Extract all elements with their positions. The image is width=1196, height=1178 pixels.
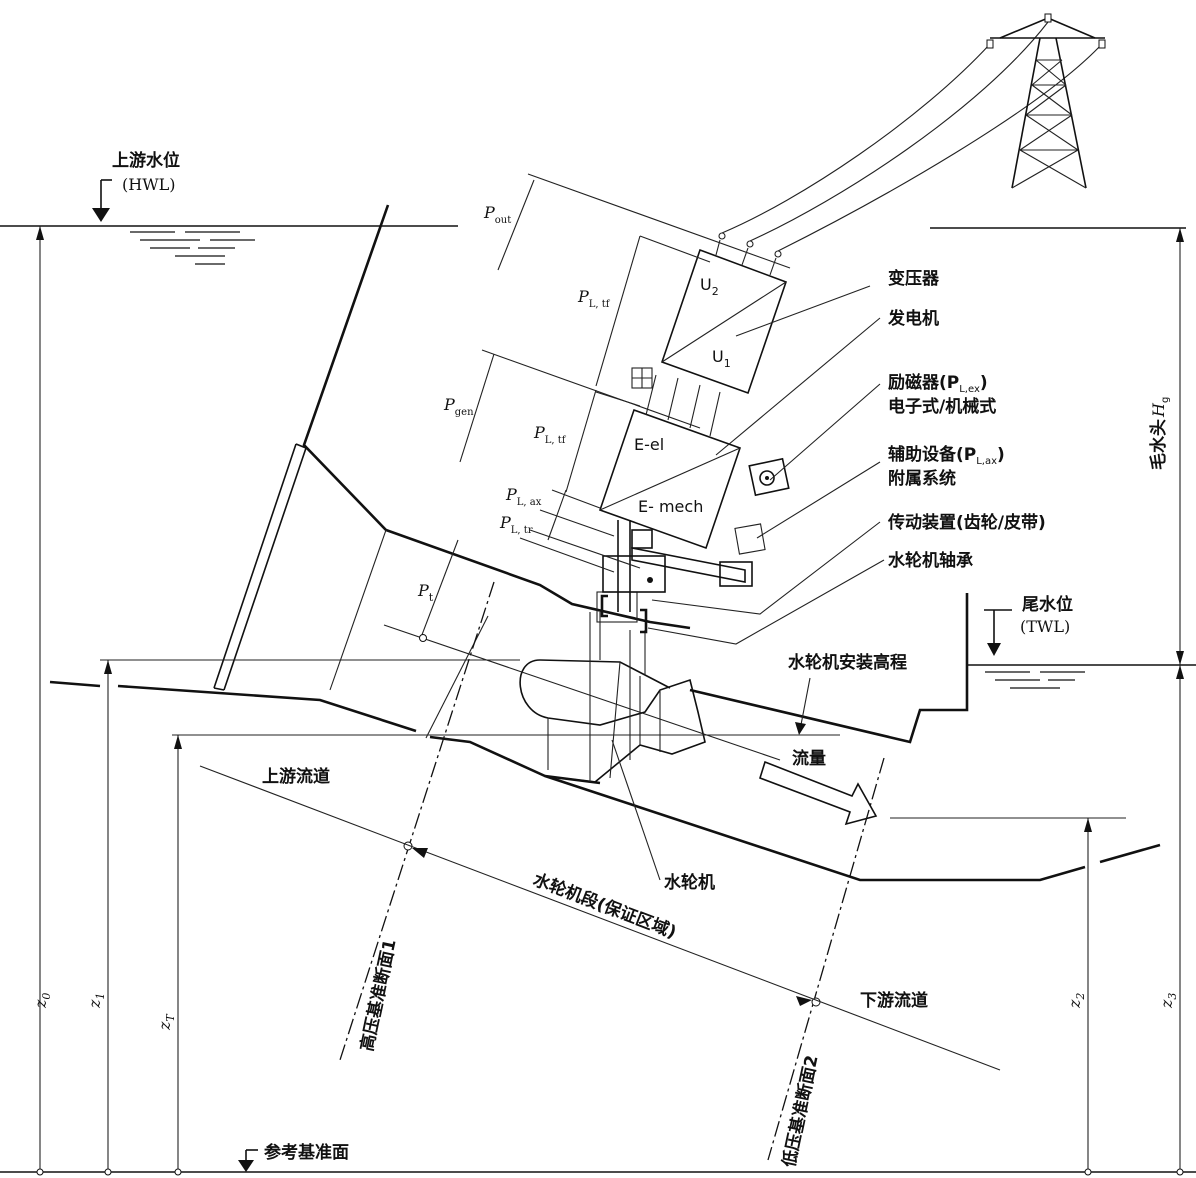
auxiliary-system-label: 附属系统 (888, 468, 956, 489)
tailrace-wall (689, 593, 969, 744)
turbine-bearing (600, 594, 648, 634)
reference-datum-marker (238, 1149, 258, 1172)
high-pressure-section-label: 高压基准断面1 (356, 937, 400, 1053)
z3-label: z3 (1157, 993, 1179, 1009)
z0-label: z0 (31, 993, 53, 1009)
transformer-u2-label: U2 (700, 275, 719, 298)
z1-label: z1 (85, 993, 107, 1009)
turbine-shaft (617, 520, 631, 612)
gross-head-label: 毛水头Hg (1148, 397, 1171, 470)
generator-label: 发电机 (887, 308, 939, 329)
turbine-label: 水轮机 (664, 872, 715, 893)
dam-upstream-face (302, 204, 691, 630)
zt-label: zT (155, 1013, 177, 1031)
generator-box (598, 408, 742, 550)
turbine-elevation-marker (795, 677, 811, 735)
turbine-section-label: 水轮机段(保证区域) (530, 869, 679, 943)
exciter-box (748, 457, 790, 497)
turbine-pointer (611, 739, 661, 881)
generator-e-mech-label: E- mech (638, 497, 703, 516)
transformer-u1-label: U1 (712, 347, 731, 370)
p-out-label: Pout (483, 203, 511, 226)
turbine-elevation-label: 水轮机安装高程 (788, 652, 907, 673)
p-l-ax-label: PL, ax (505, 485, 542, 508)
auxiliary-label: 辅助设备(PL,ax) (888, 444, 1005, 467)
intake-section-line (329, 529, 387, 691)
twl-label: (TWL) (1020, 617, 1070, 636)
low-pressure-section-label: 低压基准断面2 (778, 1053, 822, 1170)
high-pressure-section-line (339, 581, 495, 1061)
z2-label: z2 (1065, 993, 1087, 1009)
upstream-water-waves (130, 231, 255, 265)
transmission-gear (602, 529, 753, 593)
draft-tube-floor (544, 774, 1086, 882)
power-dimension-lines (419, 173, 791, 641)
tailwater-level-marker (984, 609, 1012, 656)
callout-leaders (647, 285, 885, 645)
trash-rack (213, 443, 307, 691)
tailwater-level-label: 尾水位 (1022, 594, 1073, 615)
transmission-label: 传动装置(齿轮/皮带) (887, 512, 1046, 533)
generator-e-el-label: E-el (634, 435, 664, 454)
turbine-body (519, 591, 706, 783)
p-gen-label: Pgen (443, 395, 474, 418)
upstream-bed (117, 684, 417, 733)
downstream-channel-label: 下游流道 (860, 990, 928, 1011)
p-l-tr-label: PL, tr (499, 513, 533, 536)
flow-arrow (759, 760, 878, 826)
turbine-axis-point (419, 634, 427, 642)
intake-floor (429, 735, 601, 785)
low-pressure-section-line (767, 757, 885, 1161)
downstream-bed-end (1099, 843, 1161, 864)
p-t-label: Pt (417, 581, 434, 604)
transformer-label: 变压器 (888, 268, 940, 289)
upstream-channel-label: 上游流道 (262, 766, 330, 787)
flow-label: 流量 (792, 748, 826, 769)
turbine-axis-line (383, 624, 781, 761)
auxiliary-box (734, 523, 766, 555)
p-l-tf-top-label: PL, tf (577, 287, 611, 310)
turbine-bearing-label: 水轮机轴承 (888, 550, 973, 571)
reference-datum-label: 参考基准面 (264, 1142, 349, 1163)
exciter-type-label: 电子式/机械式 (888, 396, 996, 417)
transformer-box (660, 248, 788, 395)
transmission-tower (986, 13, 1106, 189)
upstream-level-marker (92, 179, 112, 222)
upstream-bed-left (49, 680, 101, 688)
elevation-dimensions (36, 226, 1184, 1176)
generator-terminals (631, 367, 721, 437)
tailwater-waves (985, 671, 1085, 689)
transmission-lines (721, 21, 1103, 252)
intake-section-line-2 (425, 615, 489, 739)
hwl-label: (HWL) (122, 175, 176, 194)
exciter-label: 励磁器(PL,ex) (888, 372, 988, 395)
p-l-tf-label: PL, tf (533, 423, 567, 446)
turbine-section-arrows (412, 848, 812, 1006)
upstream-level-label: 上游水位 (112, 150, 180, 171)
turbine-section-line (199, 765, 1001, 1071)
